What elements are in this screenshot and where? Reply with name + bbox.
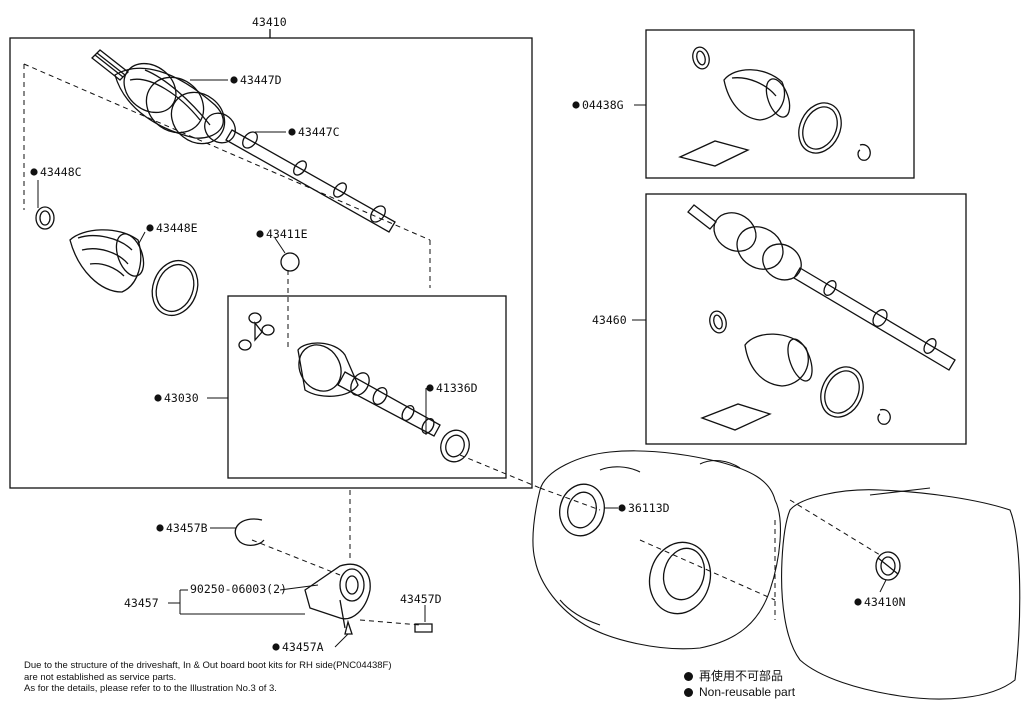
assembly-box (9, 37, 533, 489)
clamp-43448c (35, 206, 55, 230)
label-43457: 43457 (124, 596, 159, 610)
case-bore (648, 541, 712, 615)
rh-drive-shaft (687, 204, 956, 371)
legend-row-english: Non-reusable part (684, 684, 795, 700)
legend-dot-icon (684, 687, 693, 697)
inboard-boot (69, 229, 145, 293)
inboard-joint-housing (297, 342, 441, 437)
label-43447c: 43447C (298, 125, 340, 139)
drive-shaft-outboard (91, 49, 396, 233)
hub-nut (875, 551, 901, 581)
non-reusable-markers (30, 76, 862, 651)
label-43410: 43410 (252, 15, 287, 29)
legend: 再使用不可部品 Non-reusable part (684, 668, 795, 700)
label-43411e: 43411E (266, 227, 308, 241)
label-36113d: 36113D (628, 501, 670, 515)
dust-seal (440, 429, 470, 463)
label-41336d: 41336D (436, 381, 478, 395)
note-line-3: As for the details, please refer to to t… (24, 683, 277, 694)
label-43457b: 43457B (166, 521, 208, 535)
legend-dot-icon (684, 671, 693, 681)
service-note: Due to the structure of the driveshaft, … (24, 660, 544, 695)
bracket-ring (234, 518, 265, 546)
note-line-1: Due to the structure of the driveshaft, … (24, 660, 392, 671)
snap-ring (280, 252, 300, 272)
bracket-plate (344, 619, 353, 635)
legend-japanese-text: 再使用不可部品 (699, 669, 784, 683)
legend-row-japanese: 再使用不可部品 (684, 668, 795, 684)
boot-kit-box (645, 29, 915, 179)
bearing-bracket (304, 563, 371, 629)
note-line-2: are not established as service parts. (24, 671, 177, 683)
label-43030: 43030 (164, 391, 199, 405)
label-43460: 43460 (592, 313, 627, 327)
label-43410n: 43410N (864, 595, 906, 609)
label-43447d: 43447D (240, 73, 282, 87)
label-43448e: 43448E (156, 221, 198, 235)
inboard-joint-box (227, 295, 507, 479)
transaxle-case (532, 450, 1021, 700)
legend-english-text: Non-reusable part (699, 685, 796, 699)
label-43457d: 43457D (400, 592, 442, 606)
tripod (238, 312, 275, 351)
label-43448c: 43448C (40, 165, 82, 179)
rh-shaft-box (645, 193, 967, 445)
label-90250: 90250-06003(2) (190, 582, 287, 596)
clamp-43448e (151, 259, 199, 317)
oil-seal (559, 483, 605, 537)
label-43457a: 43457A (282, 640, 324, 654)
bracket-pin (414, 623, 433, 633)
label-04438g: 04438G (582, 98, 624, 112)
